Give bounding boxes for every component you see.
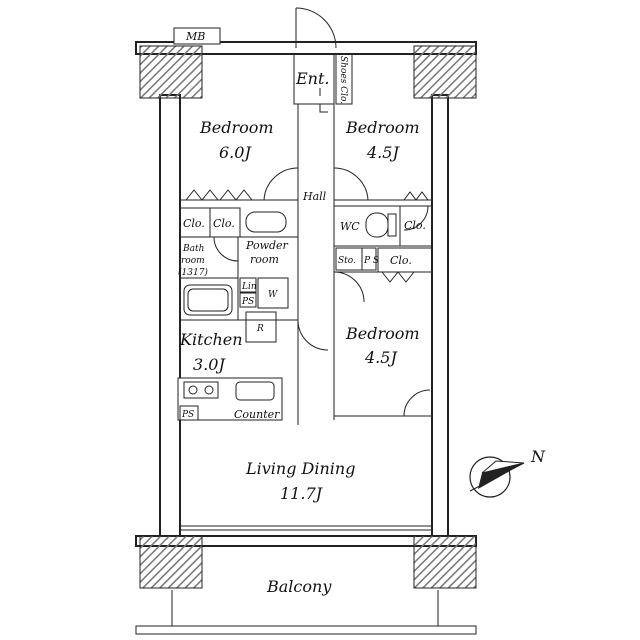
compass-label: N [530, 447, 546, 466]
exterior-walls [135, 41, 477, 547]
living-dining-name: Living Dining [245, 459, 355, 478]
entrance-area [293, 7, 353, 105]
refrigerator-label: R [256, 324, 264, 334]
refrigerator-space [245, 311, 277, 343]
ps-kitchen-label: PS [181, 410, 194, 420]
toilet [365, 212, 389, 238]
washer-label: W [268, 290, 278, 300]
kitchen-name: Kitchen [179, 330, 243, 349]
vanity-sink [245, 211, 287, 233]
door-swings [213, 167, 431, 417]
closet-a-label: Clo. [183, 217, 205, 230]
living-dining-size: 11.7J [280, 484, 324, 503]
laundry-label: Lin [241, 282, 257, 292]
closet-d-label: Clo. [390, 254, 412, 267]
counter-label: Counter [234, 408, 280, 421]
shoes-closet-label: Shoes Clo. [338, 56, 348, 104]
kitchen-size: 3.0J [193, 355, 226, 374]
balcony-label: Balcony [266, 577, 332, 596]
meter-box [173, 27, 221, 45]
closet-c [399, 205, 433, 247]
closet-b-label: Clo. [213, 217, 235, 230]
bath-label-line1: Bath [182, 244, 204, 254]
powder-room-line2: room [250, 253, 279, 266]
bath-label-line3: (1317) [178, 267, 208, 278]
bedroom-1-name: Bedroom [199, 118, 274, 137]
ps-top-label: P S [363, 256, 379, 266]
kitchen-sink [235, 381, 275, 401]
meter-box-label: MB [185, 30, 205, 43]
entrance-label: Ent. [295, 69, 330, 88]
interior-walls [180, 104, 432, 425]
compass-north-arrow-icon [469, 456, 525, 498]
bedroom-2-name: Bedroom [345, 118, 420, 137]
bedroom-3-size: 4.5J [364, 348, 398, 367]
closet-d [377, 247, 433, 273]
bath-label-line2: room [181, 256, 205, 266]
ps-small-label: PS [241, 297, 254, 307]
closet-doors [185, 88, 429, 283]
ps-top [361, 247, 377, 271]
powder-room-line1: Powder [245, 239, 289, 252]
kitchen-counter [177, 377, 283, 421]
stove [183, 381, 219, 399]
laundry-box [239, 277, 257, 293]
wc-label: WC [340, 220, 360, 233]
washer-area [257, 277, 289, 309]
ps-kitchen [179, 405, 199, 421]
ps-box-small [239, 292, 257, 308]
balcony-area [135, 590, 477, 635]
closet-b [209, 207, 241, 238]
storage-label: Sto. [338, 256, 356, 266]
closet-c-label: Clo. [404, 219, 426, 232]
bedroom-3-name: Bedroom [345, 324, 420, 343]
bedroom-2-size: 4.5J [366, 143, 400, 162]
hall-label: Hall [302, 190, 327, 203]
bedroom-1-size: 6.0J [219, 143, 252, 162]
structural-columns [139, 45, 477, 589]
bathtub [183, 284, 233, 316]
